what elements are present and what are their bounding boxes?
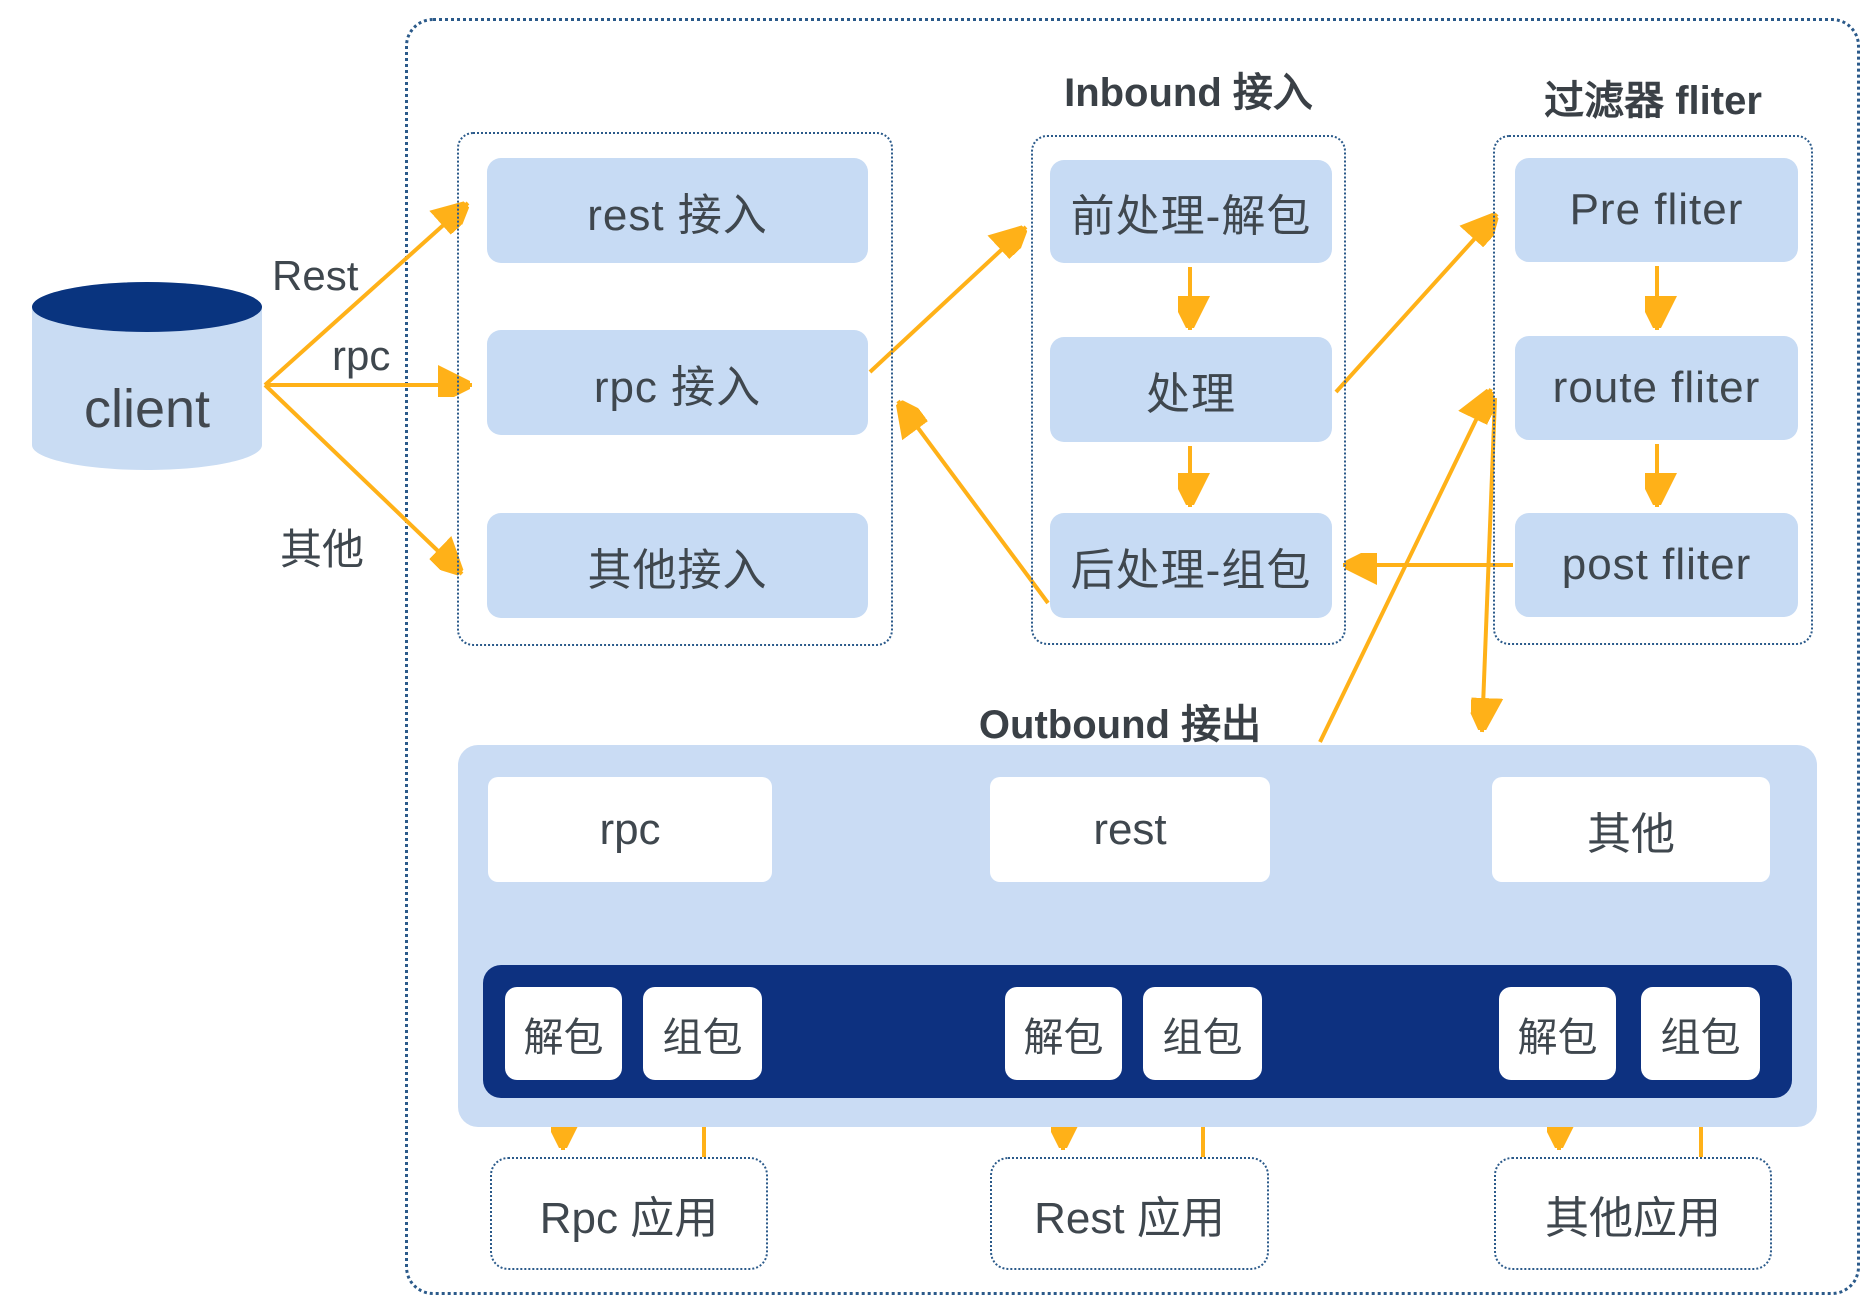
inbound-section [1031, 135, 1346, 645]
outbound-title: Outbound 接出 [978, 703, 1262, 747]
unpack-box-other: 解包 [1499, 987, 1616, 1080]
arrow-client-to-other-access [263, 383, 462, 574]
app-box-rpc: Rpc 应用 [490, 1157, 768, 1270]
arrow-client-to-rest-access [263, 203, 468, 387]
access-section [457, 132, 893, 646]
app-box-other: 其他应用 [1494, 1157, 1772, 1270]
pack-box-rpc: 组包 [643, 987, 762, 1080]
node-preprocess-unpack: 前处理-解包 [1050, 160, 1332, 263]
filter-section [1493, 135, 1813, 645]
edge-label-rpc: rpc [332, 332, 391, 379]
node-route-fliter: route fliter [1515, 336, 1798, 440]
edge-label-other: 其他 [280, 526, 365, 573]
client-label: client [83, 379, 211, 439]
edge-label-rest: Rest [272, 252, 359, 299]
app-box-rest: Rest 应用 [990, 1157, 1269, 1270]
filter-title: 过滤器 fliter [1544, 79, 1762, 123]
outbound-channel-other: 其他 [1492, 777, 1770, 882]
node-pre-fliter: Pre fliter [1515, 158, 1798, 262]
pack-box-rest: 组包 [1143, 987, 1262, 1080]
arrow-process-to-prefliter [1334, 214, 1497, 394]
node-rpc-access: rpc 接入 [487, 330, 868, 435]
arrow-outbound-to-routefliter [1318, 389, 1491, 743]
client-cylinder-body [32, 282, 262, 470]
pack-box-other: 组包 [1641, 987, 1760, 1080]
outer-gateway-container [405, 18, 1860, 1295]
node-post-fliter: post fliter [1515, 513, 1798, 617]
node-other-access: 其他接入 [487, 513, 868, 618]
unpack-box-rest: 解包 [1005, 987, 1122, 1080]
inbound-title: Inbound 接入 [1064, 71, 1313, 115]
client-cylinder-top [32, 282, 262, 332]
arrow-rpcaccess-to-preprocess [868, 227, 1026, 374]
arrow-postprocess-to-rpcaccess [898, 401, 1050, 605]
outbound-channel-rpc: rpc [488, 777, 772, 882]
node-rest-access: rest 接入 [487, 158, 868, 263]
node-process: 处理 [1050, 337, 1332, 442]
unpack-box-rpc: 解包 [505, 987, 622, 1080]
client-cylinder [32, 282, 262, 470]
node-postprocess-pack: 后处理-组包 [1050, 513, 1332, 618]
outbound-channel-rest: rest [990, 777, 1270, 882]
arrow-routefliter-to-outbound [1482, 397, 1495, 733]
